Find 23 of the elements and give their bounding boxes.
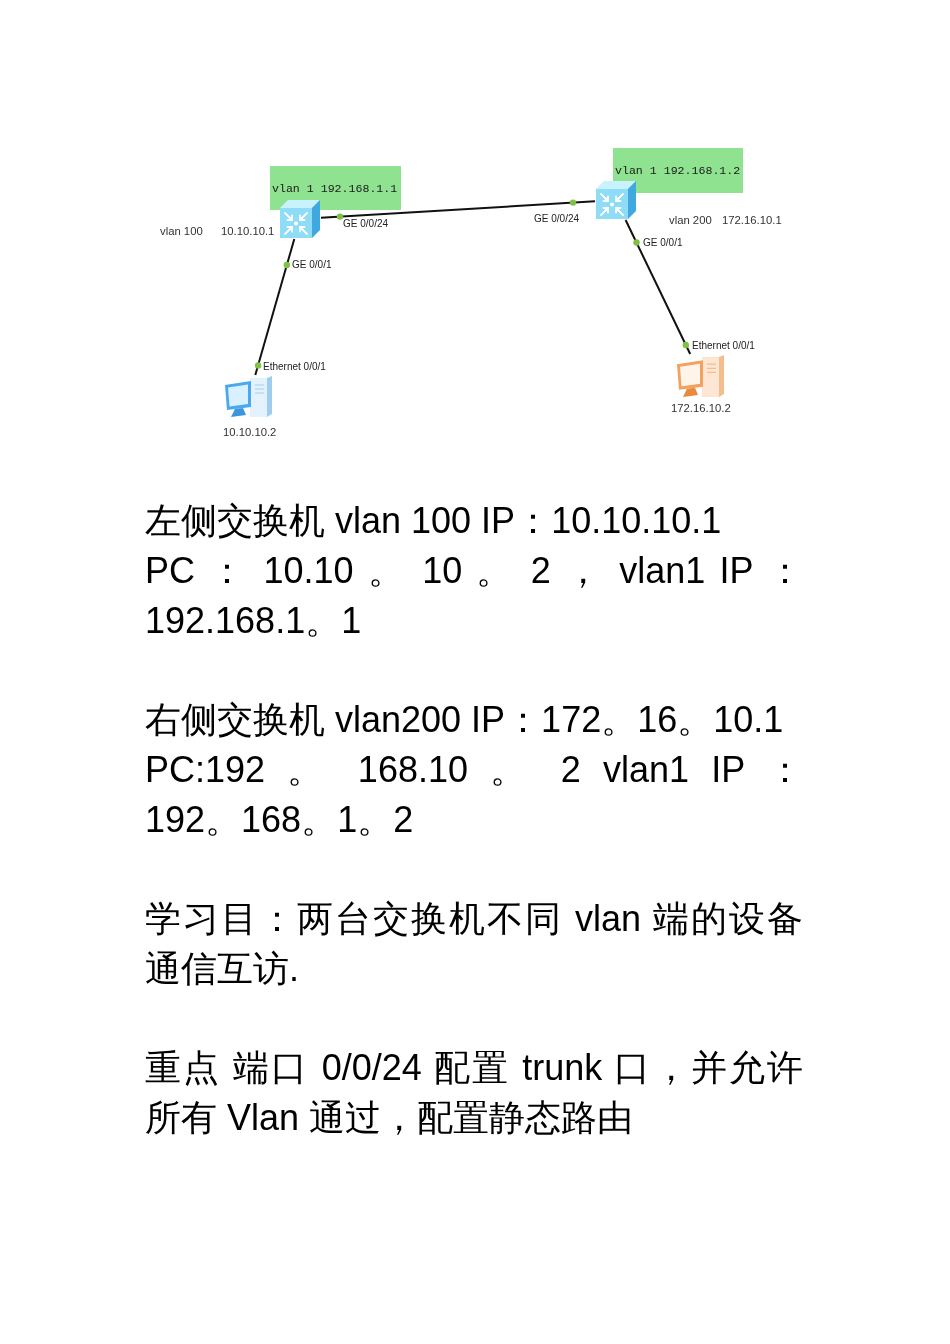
device-label: 10.10.10.1 — [221, 224, 275, 238]
device-label: 172.16.10.2 — [671, 401, 731, 415]
port-label: Ethernet 0/0/1 — [263, 360, 326, 373]
device-label: vlan 100 — [160, 224, 203, 238]
port-label: GE 0/0/24 — [343, 218, 389, 230]
port-label: Ethernet 0/0/1 — [692, 339, 755, 352]
device-label: 10.10.10.2 — [223, 425, 277, 439]
device-label: 172.16.10.1 — [722, 213, 782, 227]
link-line — [624, 219, 692, 355]
port-label: GE 0/0/24 — [534, 212, 580, 225]
address-box: vlan 1 192.168.1.1 — [270, 166, 401, 210]
paragraph: PC ： 10.10 。 10 。 2 ， vlan1 IP ： 192.168.1。1 — [145, 549, 803, 643]
paragraph: 学习目：两台交换机不同 vlan 端的设备通信互访. — [145, 897, 803, 991]
link-line — [254, 238, 296, 376]
address-box: vlan 1 192.168.1.2 — [613, 148, 743, 193]
link-line — [320, 200, 596, 219]
paragraph: 右侧交换机 vlan200 IP：172。16。10.1 — [145, 698, 785, 742]
paragraph: 左侧交换机 vlan 100 IP：10.10.10.1 — [145, 499, 723, 543]
port-label: GE 0/0/1 — [643, 236, 683, 249]
device-label: vlan 200 — [669, 213, 712, 227]
port-label: GE 0/0/1 — [292, 258, 332, 271]
paragraph: PC:192 。 168.10 。 2 vlan1 IP ： 192。168。1。2 — [145, 748, 803, 842]
paragraph: 重点 端口 0/0/24 配置 trunk 口，并允许所有 Vlan 通过，配置静态路由 — [145, 1046, 803, 1140]
